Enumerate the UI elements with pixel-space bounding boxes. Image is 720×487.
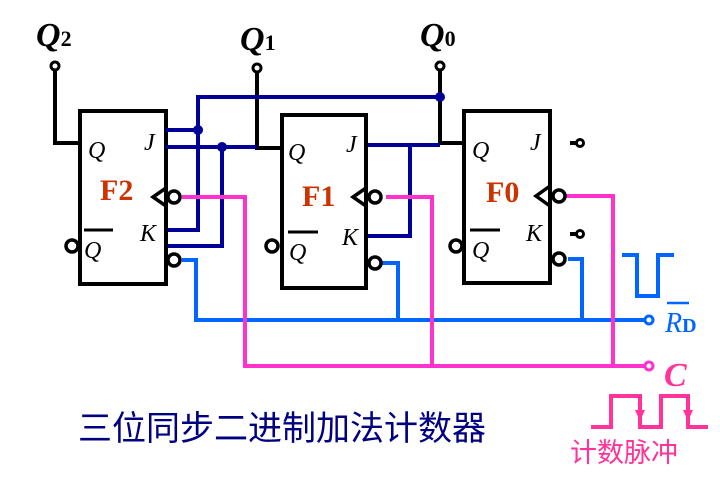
f1-j-pin: J [346, 132, 358, 158]
clock-caption: 计数脉冲 [570, 438, 678, 469]
f1-qbar-pin: Q [289, 240, 306, 266]
f0-q-pin: Q [472, 138, 489, 164]
output-label-q1: Q1 [240, 21, 276, 58]
wire-reset-f0 [568, 257, 584, 320]
output-label-q2: Q2 [36, 17, 72, 54]
f2-k-pin: K [139, 221, 158, 247]
terminal-f0-k[interactable] [575, 229, 585, 239]
f2-clock-bubble [166, 189, 182, 205]
falling-edge-arrows [635, 410, 693, 421]
flipflop-f2: Q J F2 K Q [64, 109, 182, 286]
wire-reset-f1 [382, 261, 400, 320]
terminal-q2[interactable] [49, 60, 61, 72]
junction-f2-j [193, 125, 203, 135]
f1-q-pin: Q [288, 140, 305, 166]
f0-j-pin: J [530, 130, 542, 156]
terminal-f0-j[interactable] [575, 138, 585, 148]
wire-q0-to-f1-k [366, 145, 412, 238]
reset-pulse-symbol [622, 253, 674, 298]
f2-qbar-pin: Q [84, 238, 101, 264]
f1-k-pin: K [341, 225, 360, 251]
clock-wires [182, 194, 646, 368]
wire-q2 [53, 70, 80, 145]
reset-wires [182, 253, 674, 322]
f2-qbar-bubble [64, 238, 80, 254]
f1-clock-bubble [367, 189, 383, 205]
arrow-down-icon [635, 410, 645, 421]
f2-clock-triangle-icon [149, 186, 167, 208]
wire-clock-f0 [566, 194, 615, 366]
terminal-q0[interactable] [434, 60, 446, 72]
flipflop-f0: Q J F0 K Q [448, 109, 567, 285]
arrow-down-icon [683, 410, 693, 421]
f1-clock-triangle-icon [349, 186, 367, 208]
wire-q1 [255, 70, 280, 150]
f0-qbar-pin: Q [472, 238, 489, 264]
f0-clock-triangle-icon [532, 184, 552, 208]
f1-reset-bubble [367, 255, 383, 271]
f0-reset-bubble [551, 251, 567, 267]
wire-q1-to-f2-k [166, 147, 224, 248]
f1-qbar-bubble [264, 238, 280, 254]
wire-q0-to-f2-k [166, 95, 440, 232]
f1-name: F1 [302, 180, 335, 213]
wire-clock-bus [182, 195, 646, 368]
f0-clock-bubble [551, 188, 567, 204]
output-label-q0: Q0 [420, 17, 456, 54]
terminal-clock[interactable] [643, 360, 655, 372]
f0-qbar-bubble [448, 238, 464, 254]
f2-q-pin: Q [88, 138, 105, 164]
flipflop-f1: Q J F1 K Q [264, 113, 383, 290]
f0-k-pin: K [525, 221, 544, 247]
wire-q0 [438, 68, 463, 145]
f2-j-pin: J [144, 130, 156, 156]
junction-q0-bus [435, 92, 445, 102]
junction-f2-j2 [217, 142, 227, 152]
f2-reset-bubble [166, 252, 182, 268]
terminal-reset[interactable] [643, 314, 655, 326]
reset-label: RD [664, 308, 697, 339]
terminal-q1[interactable] [251, 62, 263, 74]
jk-logic-wires [166, 95, 440, 248]
clock-label: C [664, 357, 687, 394]
f0-name: F0 [486, 176, 519, 209]
diagram-title: 三位同步二进制加法计数器 [78, 409, 486, 449]
f2-name: F2 [100, 174, 133, 207]
wire-clock-f1 [386, 195, 434, 366]
wire-reset-bus [182, 258, 646, 322]
